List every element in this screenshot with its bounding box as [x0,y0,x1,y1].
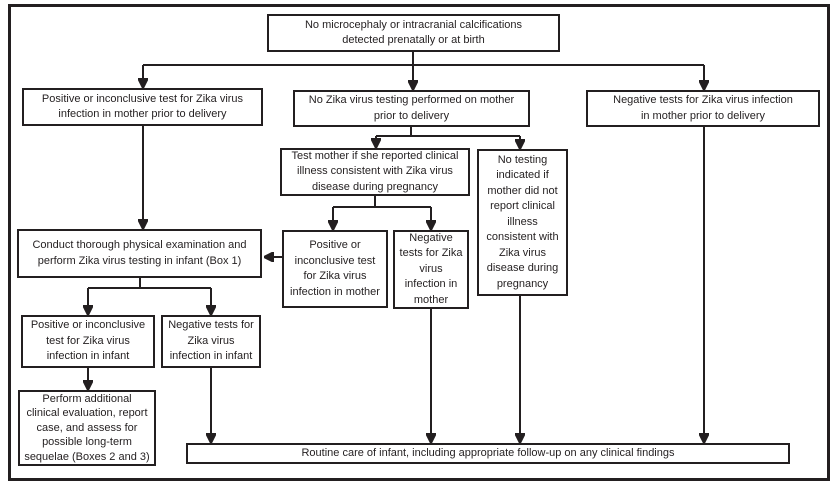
node-label: Positive or inconclusive test for Zika v… [290,239,380,298]
node-perform-additional-evaluation: Perform additional clinical evaluation, … [18,390,156,466]
connector-test-mother-rail [333,196,431,208]
node-positive-test-mother-result: Positive or inconclusive test for Zika v… [282,230,388,308]
node-label: No Zika virus testing performed on mothe… [308,94,515,122]
node-negative-tests-mother-prior: Negative tests for Zika virus infection … [586,90,820,127]
node-label: Negative tests for Zika virus infection … [168,319,254,363]
node-label: Negative tests for Zika virus infection … [613,94,793,122]
node-no-testing-indicated: No testing indicated if mother did not r… [477,149,568,296]
connector-conduct-rail [88,278,211,289]
node-conduct-examination-infant: Conduct thorough physical examination an… [17,229,262,278]
node-test-mother-if-illness: Test mother if she reported clinical ill… [280,148,470,196]
outer-border [8,4,830,481]
node-label: Conduct thorough physical examination an… [32,239,247,267]
node-negative-tests-mother-result: Negative tests for Zika virus infection … [393,230,469,309]
node-label: Routine care of infant, including approp… [301,446,675,459]
node-label: Perform additional clinical evaluation, … [24,392,150,463]
node-label: Positive or inconclusive test for Zika v… [41,92,244,121]
node-label: Positive or inconclusive test for Zika v… [30,319,146,363]
node-no-microcephaly: No microcephaly or intracranial calcific… [267,14,560,52]
node-no-testing-performed-mother: No Zika virus testing performed on mothe… [293,90,530,127]
node-positive-test-infant: Positive or inconclusive test for Zika v… [21,315,155,368]
connector-no-test-rail [376,127,520,137]
node-positive-test-mother-prior: Positive or inconclusive test for Zika v… [22,88,263,126]
node-label: Test mother if she reported clinical ill… [291,149,459,193]
connector-root-rail [143,52,704,66]
node-negative-tests-infant: Negative tests for Zika virus infection … [161,315,261,368]
node-label: No microcephaly or intracranial calcific… [304,18,523,47]
node-label: No testing indicated if mother did not r… [486,153,559,290]
node-label: Negative tests for Zika virus infection … [399,231,463,306]
node-routine-care: Routine care of infant, including approp… [186,443,790,464]
